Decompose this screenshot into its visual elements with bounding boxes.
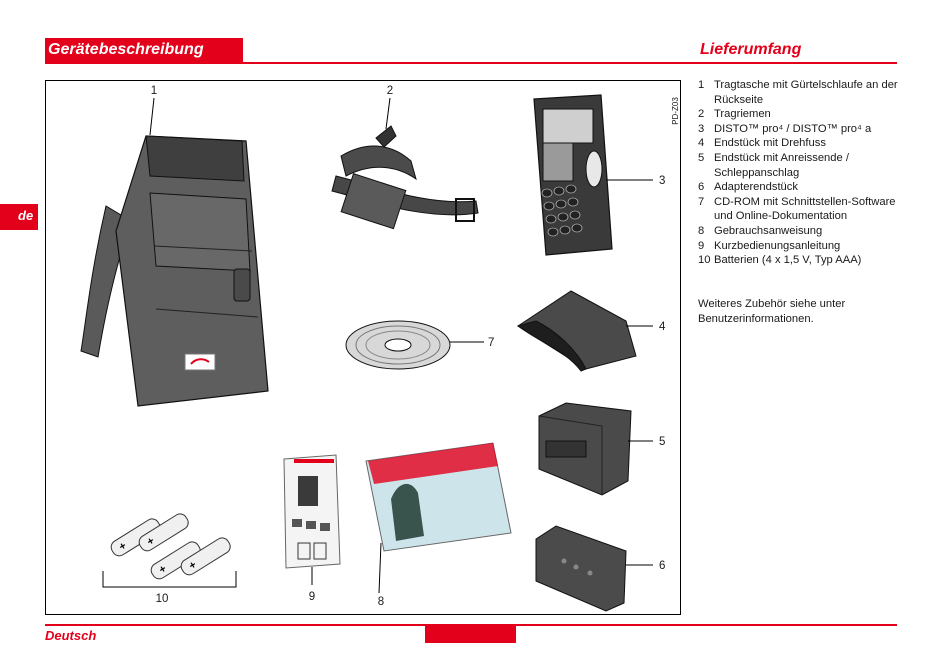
footer-language: Deutsch [45, 628, 97, 643]
svg-text:+: + [187, 559, 199, 573]
carrying-bag-drawing [80, 97, 269, 407]
callout-2: 2 [387, 85, 393, 97]
callout-7: 7 [488, 337, 494, 349]
language-tab: de [0, 204, 38, 230]
callout-9: 9 [309, 591, 315, 603]
disto-device-drawing [533, 94, 653, 256]
footer-page-marker [425, 625, 516, 643]
callout-8: 8 [378, 596, 384, 608]
batteries-drawing: + + + + [102, 513, 237, 588]
callout-6: 6 [659, 560, 665, 572]
adapter-endpiece-drawing [535, 525, 653, 612]
quick-guide-drawing [283, 454, 341, 585]
header-rule [45, 62, 897, 64]
svg-text:+: + [157, 563, 169, 577]
endpiece-marking-drawing [538, 402, 653, 496]
endpiece-pivot-drawing [516, 290, 653, 372]
section-title: Gerätebeschreibung [48, 41, 204, 58]
callout-4: 4 [659, 321, 666, 333]
callout-1: 1 [151, 85, 157, 97]
svg-text:+: + [145, 535, 157, 549]
figure-code: PD-Z03 [671, 97, 680, 125]
header-title-bar [45, 38, 243, 62]
callout-3: 3 [659, 175, 665, 187]
contents-illustration: PD-Z03 1 2 [45, 80, 681, 615]
carrying-strap-drawing [331, 97, 479, 230]
accessory-note: Weiteres Zubehör siehe unter Benutzerinf… [698, 298, 846, 325]
cdrom-drawing [345, 320, 484, 370]
page-title: Lieferumfang [700, 41, 802, 58]
illustration-canvas: PD-Z03 1 2 [80, 85, 680, 612]
callout-5: 5 [659, 436, 665, 448]
user-manual-drawing [365, 442, 512, 594]
language-tab-label: de [18, 208, 34, 223]
callout-10: 10 [156, 593, 169, 605]
svg-text:+: + [117, 540, 129, 554]
